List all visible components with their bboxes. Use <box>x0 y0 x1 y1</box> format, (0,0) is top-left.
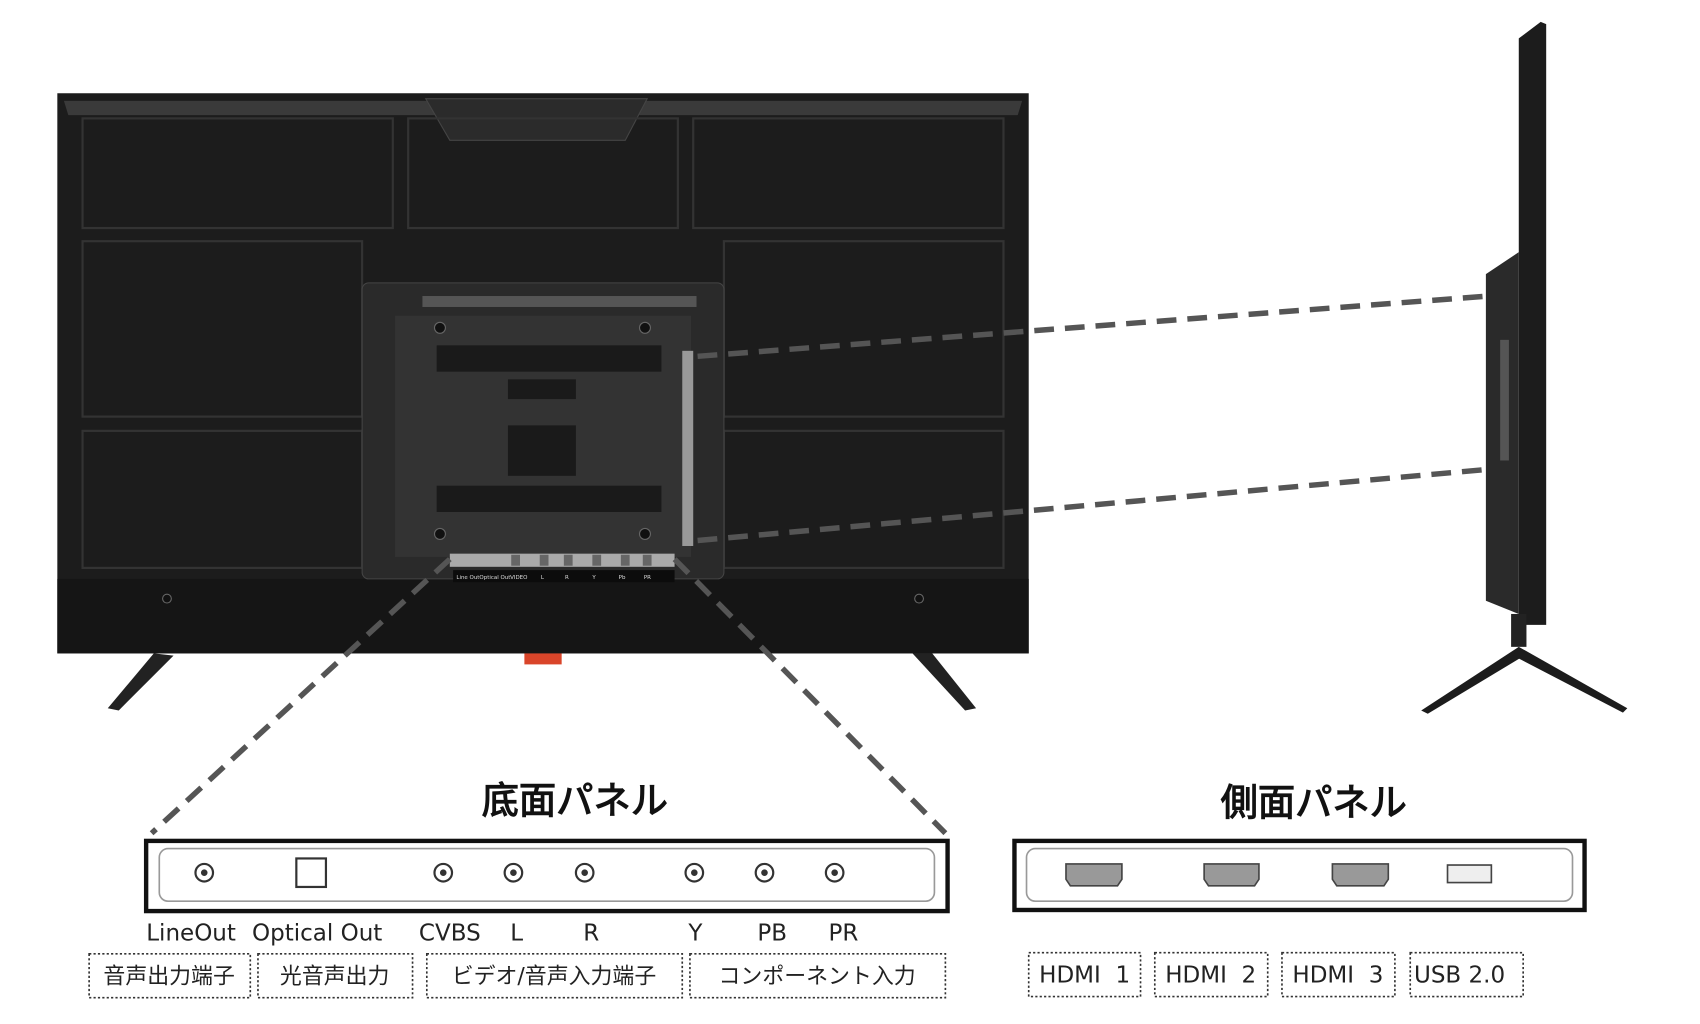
bottom-panel-diagram <box>143 838 950 914</box>
strip-label: Line Out <box>456 575 480 581</box>
side-port-labels: HDMI 1 HDMI 2 HDMI 3 USB 2.0 <box>1039 962 1505 988</box>
port-label: PR <box>828 921 858 947</box>
port-label: L <box>510 921 523 947</box>
side-panel-diagram <box>1012 838 1587 913</box>
group-label: コンポーネント入力 <box>719 964 916 989</box>
strip-label: VIDEO <box>510 575 527 581</box>
strip-label: Pb <box>619 575 626 581</box>
port-label: Y <box>687 921 703 947</box>
port-label: PB <box>757 921 787 947</box>
usb-port-icon <box>1446 864 1493 884</box>
tv-side-view <box>1421 21 1628 714</box>
group-label: 光音声出力 <box>280 964 390 989</box>
port-label: HDMI 2 <box>1165 962 1256 988</box>
strip-label: R <box>565 575 569 581</box>
hdmi3-port-icon <box>1331 863 1390 887</box>
bottom-panel-title: 底面パネル <box>482 778 668 822</box>
port-label: USB 2.0 <box>1414 962 1505 988</box>
bottom-group-labels: 音声出力端子 光音声出力 ビデオ/音声入力端子 コンポーネント入力 <box>103 964 915 989</box>
port-label: Optical Out <box>252 921 382 947</box>
leader-lines <box>149 293 1490 836</box>
port-label: R <box>583 921 599 947</box>
bottom-port-labels: LineOut Optical Out CVBS L R Y PB PR <box>146 921 858 947</box>
hdmi2-port-icon <box>1203 863 1260 887</box>
strip-label: Optical Out <box>479 575 511 581</box>
group-label: 音声出力端子 <box>103 964 234 989</box>
tv-rear-view: Line Out Optical Out VIDEO L R Y Pb PR <box>57 93 1029 711</box>
port-label: LineOut <box>146 921 236 947</box>
hdmi1-port-icon <box>1065 863 1123 887</box>
side-panel-title: 側面パネル <box>1220 781 1407 825</box>
port-label: HDMI 1 <box>1039 962 1130 988</box>
port-label: CVBS <box>419 921 481 947</box>
optical-port-icon <box>295 857 328 889</box>
group-label: ビデオ/音声入力端子 <box>452 964 657 989</box>
strip-label: Y <box>591 575 596 581</box>
strip-label: PR <box>644 575 651 581</box>
tv-label-strip: Line Out Optical Out VIDEO L R Y Pb PR <box>456 575 651 581</box>
port-label: HDMI 3 <box>1292 962 1383 988</box>
strip-label: L <box>541 575 545 581</box>
